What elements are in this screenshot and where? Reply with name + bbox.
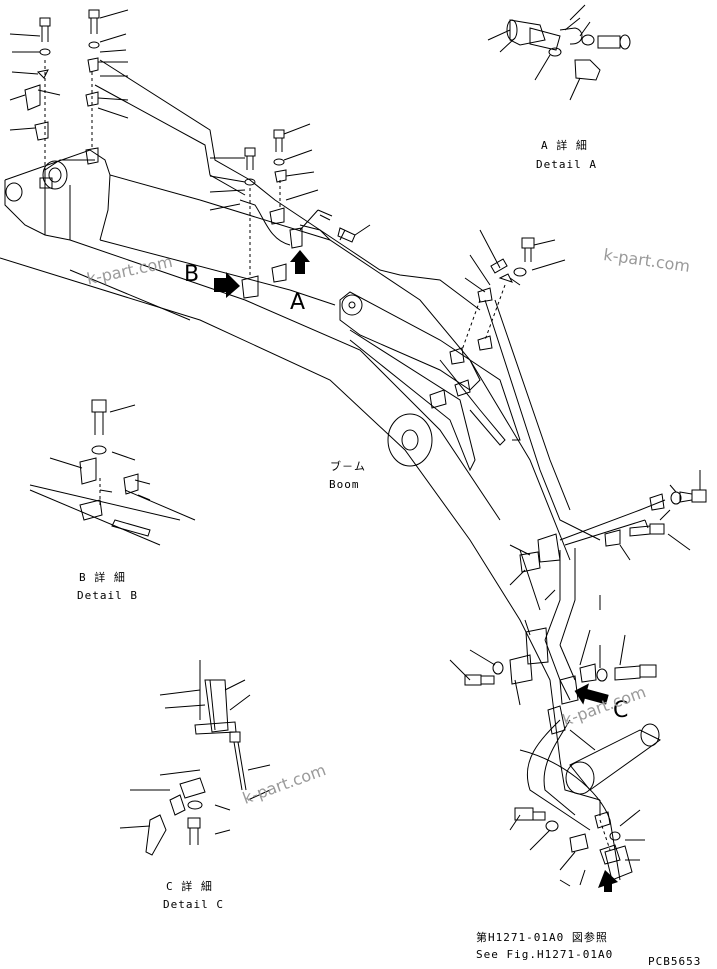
boom-body (0, 150, 660, 880)
detail-a-drawing (507, 20, 630, 80)
arrow-a-icon (290, 250, 310, 274)
detail-c-title-en: Detail C (163, 898, 224, 911)
hoses (95, 60, 665, 830)
reference-en: See Fig.H1271-01A0 (476, 948, 614, 961)
arrow-ref-icon (598, 870, 618, 892)
main-fasteners (25, 10, 706, 880)
leader-lines (10, 5, 700, 886)
view-marker-c: C (613, 698, 629, 723)
boom-link (340, 292, 520, 470)
detail-c-drawing (146, 660, 246, 855)
boom-label-en: Boom (329, 478, 360, 491)
view-marker-b: B (184, 262, 200, 287)
view-marker-a: A (290, 290, 306, 315)
detail-a-title-jp: A 詳 細 (541, 139, 588, 152)
detail-b-title-jp: B 詳 細 (79, 571, 126, 584)
detail-b-title-en: Detail B (77, 589, 138, 602)
arrow-b-icon (214, 272, 240, 298)
reference-jp: 第H1271-01A0 図参照 (476, 931, 608, 944)
arrow-c-icon (574, 683, 609, 705)
detail-c-title-jp: C 詳 細 (166, 880, 213, 893)
boom-label-jp: ブ－ム (330, 460, 366, 473)
view-arrows (214, 250, 618, 892)
drawing-code: PCB5653 (648, 955, 702, 968)
detail-a-title-en: Detail A (536, 158, 597, 171)
detail-b-drawing (30, 400, 195, 545)
